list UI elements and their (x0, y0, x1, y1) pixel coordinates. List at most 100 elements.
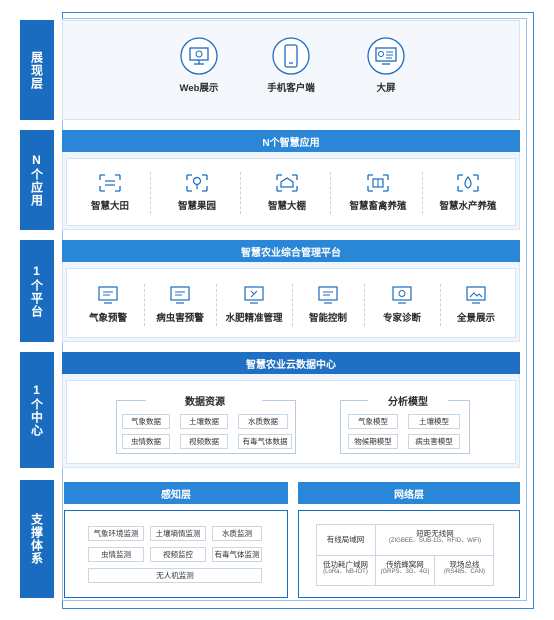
platform-label-pest: 病虫害预警 (156, 313, 204, 324)
layer-label-support: 支撑体系 (20, 480, 54, 598)
platform-item-control: 智能控制 (304, 284, 352, 324)
network-grid-vline (434, 555, 435, 586)
big-screen-icon (367, 37, 405, 75)
network-grid-hline (316, 555, 494, 556)
platform-label-weather: 气象预警 (88, 313, 127, 324)
data-chip: 视频数据 (180, 434, 228, 449)
pest-icon (170, 286, 190, 304)
layer-label-center: 1个中心 (20, 352, 54, 468)
layer-label-app: N个应用 (20, 130, 54, 230)
resources-frame (116, 400, 296, 454)
data-chip: 有毒气体数据 (238, 434, 292, 449)
panorama-icon (466, 286, 486, 304)
display-label-web: Web展示 (179, 83, 219, 94)
network-item: 有线局域网 (316, 535, 375, 544)
network-item-name: 短距无线网 (416, 529, 454, 538)
center-title-band: 智慧农业云数据中心 (62, 352, 520, 374)
app-item-greenhouse: 智慧大棚 (262, 172, 312, 212)
model-chip: 物候期模型 (348, 434, 398, 449)
app-label-field: 智慧大田 (90, 201, 129, 212)
network-item-sub: (GRPS、3G、4G) (380, 569, 430, 576)
app-title-band: N个智慧应用 (62, 130, 520, 152)
network-item: 现场总线 (RS485、CAN) (435, 560, 494, 577)
sensing-chip: 有毒气体监测 (212, 547, 262, 562)
resources-frame-top-left (116, 400, 146, 401)
display-item-web: Web展示 (172, 36, 226, 94)
app-item-livestock: 智慧畜禽养殖 (346, 172, 410, 212)
platform-divider (364, 284, 365, 326)
platform-item-expert: 专家诊断 (378, 284, 426, 324)
app-label-livestock: 智慧畜禽养殖 (349, 201, 407, 212)
platform-divider (440, 284, 441, 326)
network-item-name: 低功耗广域网 (323, 560, 368, 569)
app-label-aquaculture: 智慧水产养殖 (439, 201, 497, 212)
data-chip: 虫情数据 (122, 434, 170, 449)
resources-title: 数据资源 (185, 397, 225, 408)
model-chip: 土壤模型 (408, 414, 460, 429)
network-item-sub: (ZIGBEE、SUB-1G、RFID、WiFi) (388, 538, 482, 545)
platform-label-panorama: 全景展示 (456, 313, 495, 324)
display-item-phone: 手机客户端 (263, 36, 319, 94)
sensing-title-band: 感知层 (64, 482, 288, 504)
network-item-sub: (LoRa、NB-IOT) (323, 569, 368, 576)
platform-divider (216, 284, 217, 326)
greenhouse-icon (276, 174, 298, 192)
app-divider (330, 172, 331, 214)
fertilizer-icon (244, 286, 264, 304)
control-icon (318, 286, 338, 304)
field-icon (99, 174, 121, 192)
sensing-chip: 水质监测 (212, 526, 262, 541)
platform-label-fertilizer: 水肥精准管理 (225, 313, 283, 324)
network-grid-vline (375, 524, 376, 586)
app-item-field: 智慧大田 (84, 172, 136, 212)
app-item-orchard: 智慧果园 (172, 172, 222, 212)
sensing-chip: 气象环境监测 (88, 526, 144, 541)
app-label-greenhouse: 智慧大棚 (267, 201, 306, 212)
platform-divider (144, 284, 145, 326)
app-divider (240, 172, 241, 214)
network-item-name: 现场总线 (449, 560, 480, 569)
platform-items-box (66, 268, 516, 338)
platform-item-panorama: 全景展示 (452, 284, 500, 324)
models-frame-top-left (340, 400, 368, 401)
display-label-phone: 手机客户端 (267, 83, 315, 94)
app-label-orchard: 智慧果园 (177, 201, 216, 212)
platform-divider (292, 284, 293, 326)
platform-item-pest: 病虫害预警 (152, 284, 208, 324)
sensing-chip: 无人机监测 (88, 568, 262, 583)
data-chip: 土壤数据 (180, 414, 228, 429)
layer-label-display: 展现层 (20, 20, 54, 120)
data-chip: 水质数据 (238, 414, 288, 429)
platform-label-control: 智能控制 (308, 313, 347, 324)
models-frame (340, 400, 470, 454)
layer-label-platform: 1个平台 (20, 240, 54, 342)
resources-frame-top-right (262, 400, 296, 401)
expert-icon (392, 286, 412, 304)
network-item: 传统蜂窝网 (GRPS、3G、4G) (376, 560, 434, 577)
sensing-chip: 视频监控 (150, 547, 206, 562)
model-chip: 气象模型 (348, 414, 398, 429)
app-divider (150, 172, 151, 214)
network-item-name: 有线局域网 (326, 535, 365, 544)
aquaculture-icon (457, 174, 479, 192)
models-frame-top-right (448, 400, 470, 401)
network-item: 低功耗广域网 (LoRa、NB-IOT) (316, 560, 375, 577)
network-item: 短距无线网 (ZIGBEE、SUB-1G、RFID、WiFi) (376, 529, 494, 546)
platform-label-expert: 专家诊断 (382, 313, 421, 324)
sensing-chip: 虫情监测 (88, 547, 144, 562)
platform-item-fertilizer: 水肥精准管理 (222, 284, 286, 324)
orchard-icon (186, 174, 208, 192)
livestock-icon (367, 174, 389, 192)
sensing-chip: 土壤墒情监测 (150, 526, 206, 541)
weather-icon (98, 286, 118, 304)
network-title-band: 网络层 (298, 482, 520, 504)
monitor-icon (180, 37, 218, 75)
app-items-box (66, 158, 516, 226)
data-chip: 气象数据 (122, 414, 170, 429)
platform-item-weather: 气象预警 (84, 284, 132, 324)
display-item-bigscreen: 大屏 (364, 36, 408, 94)
app-item-aquaculture: 智慧水产养殖 (436, 172, 500, 212)
phone-icon (272, 37, 310, 75)
platform-title-band: 智慧农业综合管理平台 (62, 240, 520, 262)
app-divider (422, 172, 423, 214)
